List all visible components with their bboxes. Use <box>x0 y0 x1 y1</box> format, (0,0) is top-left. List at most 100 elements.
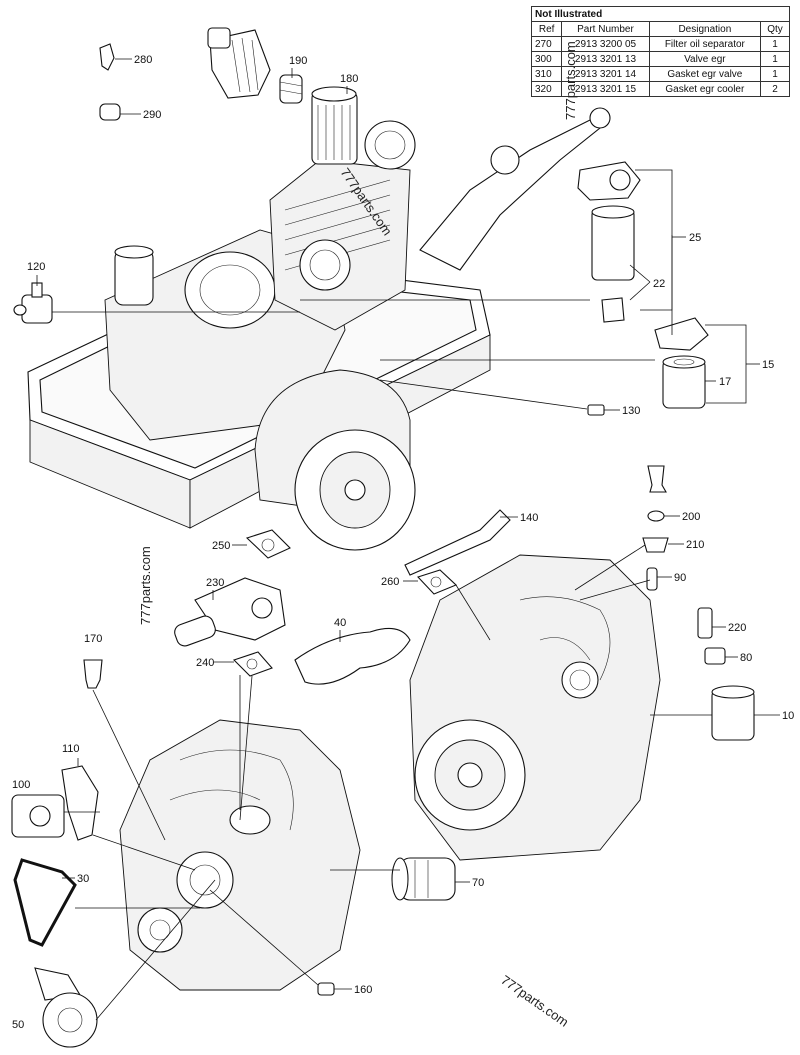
engine-front-view <box>119 719 361 991</box>
cell-part-number: 2913 3201 15 <box>561 81 650 97</box>
sensor-160-body <box>317 982 335 996</box>
callout-80: 80 <box>740 652 752 664</box>
callout-17: 17 <box>719 376 731 388</box>
fuel-valve-130 <box>587 404 605 416</box>
fuel-filter-head-port <box>609 169 631 191</box>
oil-filter-10 <box>711 685 755 741</box>
callout-290: 290 <box>143 109 161 121</box>
fuel-valve-body <box>587 404 605 416</box>
tensioner-50 <box>34 967 98 1048</box>
callout-70: 70 <box>472 877 484 889</box>
fuel-filter-cartridge <box>591 209 635 281</box>
gasket-40 <box>294 627 411 685</box>
callout-220: 220 <box>728 622 746 634</box>
air-filter-parts <box>207 27 416 170</box>
watermark: 777parts.com <box>563 41 578 120</box>
sensor-90 <box>646 567 658 591</box>
gasket-110 <box>61 765 99 841</box>
oil-filter-assembly <box>654 317 709 409</box>
cell-ref: 320 <box>530 81 563 97</box>
callout-25: 25 <box>689 232 701 244</box>
pump-100-port <box>29 805 51 827</box>
trailer-tow-bar <box>419 119 601 271</box>
callout-130: 130 <box>622 405 640 417</box>
thermostat-200 <box>647 510 665 522</box>
callout-250: 250 <box>212 540 230 552</box>
callout-100: 100 <box>12 779 30 791</box>
callout-90: 90 <box>674 572 686 584</box>
gasket-260 <box>417 569 458 595</box>
callout-110: 110 <box>62 743 80 755</box>
engine-turbo <box>561 661 599 699</box>
sensor-170 <box>83 659 103 689</box>
starter-70 <box>391 857 456 901</box>
trailer-fan <box>299 239 351 291</box>
callout-230: 230 <box>206 577 224 589</box>
egr-unit-pipe <box>174 615 216 647</box>
watermark: 777parts.com <box>498 972 571 1029</box>
callout-120: 120 <box>27 261 45 273</box>
engine-pulley-crank <box>137 907 183 953</box>
thermostat-parts <box>642 465 726 665</box>
oil-filter-10-top <box>711 685 755 699</box>
air-filter-element-top <box>311 86 357 102</box>
callout-160: 160 <box>354 984 372 996</box>
callout-240: 240 <box>196 657 214 669</box>
belt-30-shape <box>13 858 77 947</box>
trailer-air-filter-housing <box>184 251 276 329</box>
trailer-tow-eye <box>589 107 611 129</box>
callout-200: 200 <box>682 511 700 523</box>
callout-260: 260 <box>381 576 399 588</box>
callout-280: 280 <box>134 54 152 66</box>
table-row: 320 2913 3201 15 Gasket egr cooler 2 <box>530 81 790 97</box>
air-filter-spring <box>279 74 303 104</box>
leader-lines <box>36 58 780 1021</box>
callout-30: 30 <box>77 873 89 885</box>
compressor-trailer-illustration <box>27 107 611 551</box>
sensor-280-body <box>99 43 115 71</box>
callout-190: 190 <box>289 55 307 67</box>
trailer-tank-cap <box>114 245 154 259</box>
trailer-jockey-wheel <box>490 145 520 175</box>
oil-filter-top <box>662 355 706 369</box>
callout-15: 15 <box>762 359 774 371</box>
engine-rear-view <box>409 554 661 861</box>
oil-filter-head <box>654 317 709 351</box>
fuel-filter-bowl <box>601 297 625 323</box>
cell-designation: Gasket egr cooler <box>648 81 762 97</box>
table-row: 300 2913 3201 13 Valve egr 1 <box>530 51 790 67</box>
gasket-140 <box>404 509 511 576</box>
egr-unit-port <box>251 597 273 619</box>
sensor-170-body <box>83 659 103 689</box>
fuel-filter-assembly <box>577 161 641 323</box>
sensor-280 <box>99 43 115 71</box>
fuel-filter-head <box>577 161 641 201</box>
cell-ref: 310 <box>530 66 563 82</box>
callout-labels: 280 290 120 190 180 25 22 15 17 130 140 … <box>12 54 794 1031</box>
engine-pulley-top <box>176 851 234 909</box>
sensor-160 <box>317 982 335 996</box>
callout-50: 50 <box>12 1019 24 1031</box>
belt-30 <box>13 858 77 947</box>
starter-70-end <box>391 857 409 901</box>
not-illustrated-table: Not Illustrated Ref Part Number Designat… <box>530 6 790 97</box>
sensor-290 <box>99 103 121 121</box>
callout-170: 170 <box>84 633 102 645</box>
fuel-pump-body <box>21 294 53 324</box>
trailer-wheel-hub <box>344 479 366 501</box>
callout-22: 22 <box>653 278 665 290</box>
air-filter-inlet <box>207 27 231 49</box>
engine-egr-cooler <box>229 805 271 835</box>
gasket-110-shape <box>61 765 99 841</box>
trailer-air-filter-ring <box>199 264 261 316</box>
gasket-240 <box>232 651 273 677</box>
gasket-210 <box>642 537 669 553</box>
callout-40: 40 <box>334 617 346 629</box>
egr-unit-230 <box>174 577 286 647</box>
gasket-250 <box>245 529 291 559</box>
callout-210: 210 <box>686 539 704 551</box>
engine-flywheel-hub <box>457 762 483 788</box>
callout-180: 180 <box>340 73 358 85</box>
pump-100 <box>11 794 65 838</box>
